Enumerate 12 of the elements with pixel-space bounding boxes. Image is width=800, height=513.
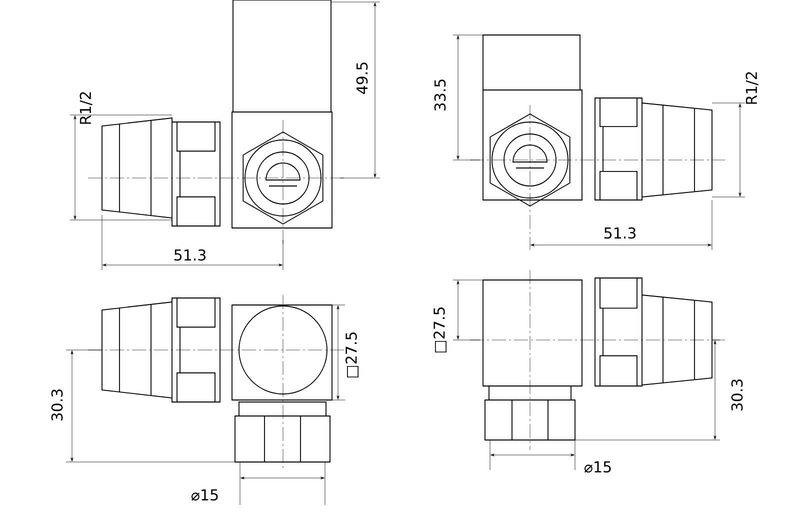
- dimension-label: R1/2: [746, 72, 758, 104]
- dimension-label: □27.5: [434, 308, 446, 352]
- dimension-label: 49.5: [356, 62, 368, 94]
- dimension-label: R1/2: [80, 92, 92, 124]
- dimension-label: ⌀15: [192, 489, 218, 501]
- dimension-label: 51.3: [174, 249, 206, 261]
- dimension-label: □27.5: [346, 332, 358, 378]
- dimension-label: 30.3: [731, 380, 743, 411]
- dimension-label: 51.3: [604, 227, 636, 239]
- dimension-label: 33.5: [434, 80, 446, 111]
- dimension-label: ⌀15: [584, 461, 611, 473]
- dimension-label: 30.3: [51, 390, 63, 421]
